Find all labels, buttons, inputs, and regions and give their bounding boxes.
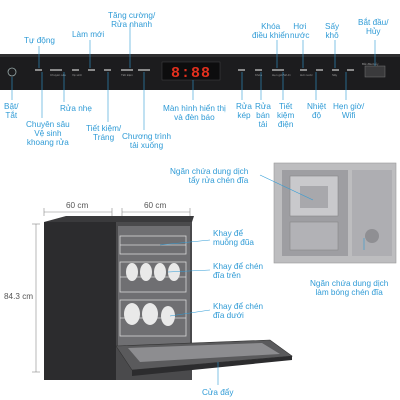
panel-buttons[interactable] [35,69,354,71]
body-callout-lines [159,239,219,385]
panel-callout-lines [11,24,376,130]
panel-text-tiet-kiem: Tiết kiệm [121,73,134,77]
label-bat-dau-huy: Bắt đầu/Hủy [358,18,389,36]
dimension-height-label: 84.3 cm [4,292,34,301]
label-tang-cuong: Tăng cường/Rửa nhanh [108,11,156,29]
start-cancel-button[interactable] [364,65,386,78]
label-rua-nhe: Rửa nhẹ [60,104,92,113]
label-tu-dong: Tự động [24,36,55,45]
label-lam-moi: Làm mới [72,30,105,39]
panel-text-ve-sinh: Vệ sinh [72,73,82,77]
display-digits: 8:88 [171,65,211,82]
detergent-callout-lines [259,174,365,250]
label-tiet-kiem-trang: Tiết kiệm/Tráng [86,124,122,142]
dishwasher-body [44,216,293,380]
panel-text-say: Sấy [332,73,338,77]
display-window [161,61,221,81]
detergent-compartment-photo [273,162,397,264]
panel-text-bat-dau: Bắt đầu/Hủy [362,61,379,66]
dimension-depth-label: 60 cm [144,201,167,210]
panel-text-hen-gio: Hẹn giờ/Wi-Fi [272,73,291,77]
panel-text-chuyen-sau: Chuyên sâu [50,73,66,77]
panel-text-hoi-nuoc: Hơi nước [300,73,313,77]
dimension-lines [32,208,191,373]
label-hen-gio-wifi: Hẹn giờ/Wifi [333,102,365,120]
label-bat-tat: Bật/Tắt [4,102,19,120]
dimension-width-label: 60 cm [66,201,89,210]
power-button[interactable] [7,67,17,77]
panel-text-khoa: Khóa [255,73,262,77]
label-cua-day: Cửa đẩy [202,388,234,397]
